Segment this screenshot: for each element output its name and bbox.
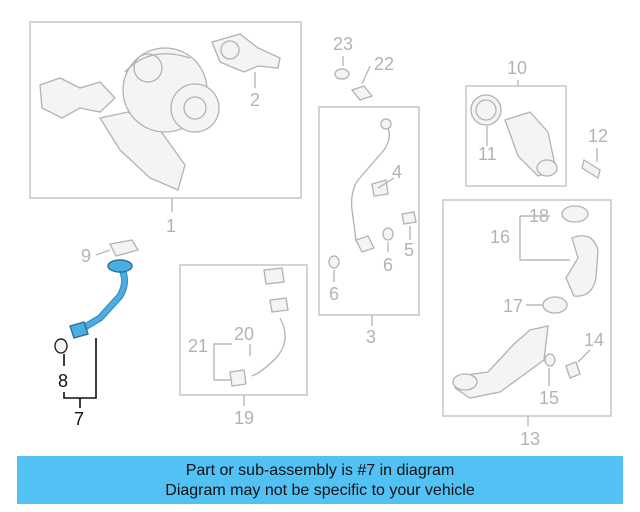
bracket-4: [371, 179, 389, 197]
turbo-outlet: [183, 96, 207, 120]
gasket-9: [109, 239, 139, 257]
leader-4: [377, 177, 395, 189]
turbocharger-group: 2 1: [29, 21, 302, 236]
banner-line-part: Part or sub-assembly is #7 in diagram: [185, 462, 455, 479]
clamp-18: [561, 205, 589, 223]
pipe-flange-7: [107, 259, 133, 273]
callout-15: 15: [539, 388, 559, 408]
callout-21: 21: [188, 336, 208, 356]
leader-14: [577, 349, 591, 363]
connector-mid: [269, 297, 289, 313]
callout-3: 3: [366, 327, 376, 347]
pipe-fitting-top: [380, 118, 392, 130]
leader-9: [95, 249, 111, 256]
callout-22: 22: [374, 54, 394, 74]
seal-ring-inner: [475, 99, 497, 121]
callout-18: 18: [529, 206, 549, 226]
intake-duct-end: [536, 159, 558, 177]
seal-23: [334, 68, 350, 80]
callout-16: 16: [490, 227, 510, 247]
info-banner: Part or sub-assembly is #7 in diagram Di…: [17, 456, 623, 504]
callout-9: 9: [81, 246, 91, 266]
turbo-inlet: [133, 53, 163, 83]
callout-11: 11: [478, 144, 497, 164]
bolt-5: [401, 211, 417, 225]
callout-10: 10: [507, 58, 527, 78]
callout-12: 12: [588, 126, 608, 146]
bolt-22: [350, 85, 374, 101]
connector-bottom: [229, 369, 247, 387]
seal-8: [54, 338, 68, 354]
actuator-body: [220, 40, 240, 60]
callout-6b: 6: [329, 284, 339, 304]
oil-line-group: 4 5 6 6 3: [318, 106, 420, 347]
leader-22: [361, 65, 371, 85]
turbocharger-box: [29, 21, 302, 199]
charge-pipe: [454, 325, 549, 399]
callout-19: 19: [234, 408, 254, 428]
bracket-7: [63, 338, 97, 399]
oil-line-box: [318, 106, 420, 316]
nut-15: [544, 353, 556, 367]
washer-6b: [328, 255, 340, 269]
turbo-oil-return-pipe-7-fill: [77, 267, 127, 333]
bracket-21: [213, 343, 232, 381]
hose-group-19: 21 20 19: [179, 264, 308, 428]
highlighted-part-7-group: 9 8 7: [54, 239, 139, 429]
callout-8: 8: [58, 371, 68, 391]
bracket-16: [519, 216, 570, 261]
charge-pipe-end: [452, 373, 478, 391]
callout-13: 13: [520, 429, 540, 449]
clamp-17: [542, 296, 568, 314]
washer-6a: [382, 227, 394, 241]
pipe-fitting-7: [69, 321, 89, 339]
callout-4: 4: [392, 162, 402, 182]
callout-1: 1: [166, 216, 176, 236]
connector-top: [263, 267, 285, 285]
callout-5: 5: [404, 240, 414, 260]
callout-20: 20: [234, 324, 254, 344]
vacuum-hose-20: [251, 317, 286, 377]
exhaust-manifold: [39, 77, 116, 119]
bolt-14: [565, 361, 581, 379]
small-parts-22-23: 23 22: [333, 34, 394, 101]
intake-group-10: 10 11 12: [465, 58, 608, 187]
bolt-12: [581, 158, 601, 180]
callout-17: 17: [503, 296, 523, 316]
hose-group-13: 16 18 17 15 14 13: [442, 199, 612, 449]
banner-line-disclaimer: Diagram may not be specific to your vehi…: [165, 482, 475, 499]
intake-box-10: [465, 85, 567, 187]
banjo-fitting: [355, 235, 375, 253]
callout-14: 14: [584, 330, 604, 350]
hose-box-13: [442, 199, 612, 417]
callout-2: 2: [250, 90, 260, 110]
turbo-detail: [124, 53, 191, 73]
callout-23: 23: [333, 34, 353, 54]
callout-6a: 6: [383, 255, 393, 275]
callout-7: 7: [74, 409, 84, 429]
charge-hose-16: [565, 235, 599, 297]
